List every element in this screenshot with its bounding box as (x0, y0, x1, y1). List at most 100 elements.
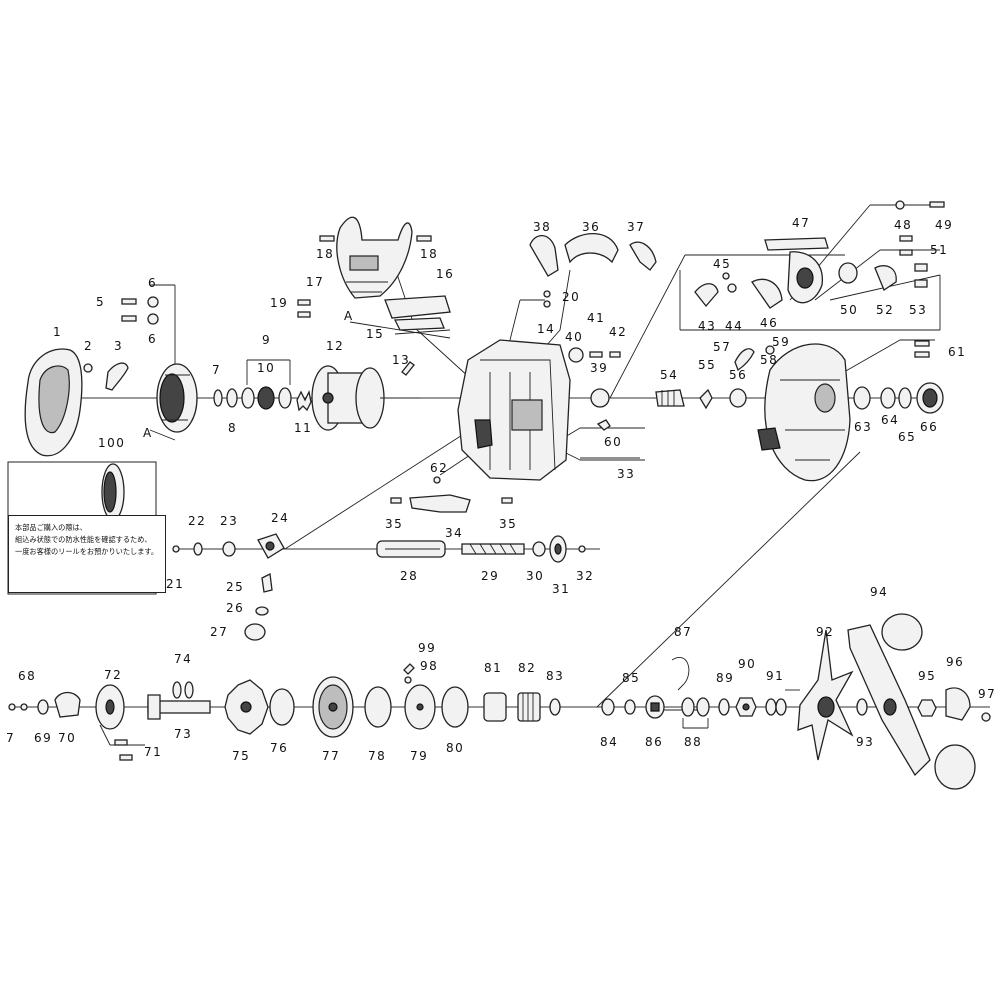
label-88: 88 (684, 735, 702, 749)
pinion-54 (655, 389, 685, 407)
label-45: 45 (713, 257, 731, 271)
label-64: 64 (881, 413, 899, 427)
label-29: 29 (481, 569, 499, 583)
nut-90 (735, 697, 757, 717)
label-20: 20 (562, 290, 580, 304)
washer-76 (269, 688, 295, 726)
handle-94 (847, 613, 976, 790)
sleeve-81 (483, 692, 507, 722)
label-85: 85 (622, 671, 640, 685)
screw-2 (83, 363, 93, 373)
label-79: 79 (410, 749, 428, 763)
gear-31 (549, 535, 567, 563)
cap-66 (916, 382, 944, 414)
bush-40 (568, 347, 584, 363)
bearing-23 (222, 541, 236, 557)
cast-control-47 (764, 237, 829, 304)
label-74: 74 (174, 652, 192, 666)
ring-68 (20, 703, 28, 711)
shaft-73 (147, 694, 211, 720)
pipe-28 (376, 540, 446, 558)
label-23: 23 (220, 514, 238, 528)
label-15: 15 (366, 327, 384, 341)
notice-line-2: 組込み状態での防水性能を確認するため、 (15, 535, 152, 544)
label-6a: 6 (148, 276, 157, 290)
seal-100 (101, 463, 125, 521)
notice-line-1: 本部品ご購入の際は、 (15, 523, 87, 532)
label-16: 16 (436, 267, 454, 281)
label-94: 94 (870, 585, 888, 599)
label-25: 25 (226, 580, 244, 594)
screws-71 (114, 739, 133, 761)
label-91: 91 (766, 669, 784, 683)
drag-79 (404, 684, 436, 730)
pin-45 (722, 272, 730, 280)
label-46: 46 (760, 316, 778, 330)
label-98: 98 (420, 659, 438, 673)
label-7a: 7 (212, 363, 221, 377)
brake-housing (156, 363, 198, 433)
frame-14 (457, 339, 571, 481)
label-71: 71 (144, 745, 162, 759)
washers-88 (681, 697, 710, 717)
part-46 (751, 278, 783, 309)
label-66: 66 (920, 420, 938, 434)
label-59: 59 (772, 335, 790, 349)
label-80: 80 (446, 741, 464, 755)
label-62: 62 (430, 461, 448, 475)
washers-91 (765, 698, 787, 716)
pin-42 (609, 351, 621, 358)
waterproof-notice: 本部品ご購入の際は、 組込み状態での防水性能を確認するため、 一度お客様のリール… (8, 515, 166, 593)
label-52: 52 (876, 303, 894, 317)
label-1: 1 (53, 325, 62, 339)
washer-48 (895, 200, 905, 210)
main-gear-77 (312, 676, 354, 738)
label-40: 40 (565, 330, 583, 344)
clip-11 (296, 390, 312, 412)
label-28: 28 (400, 569, 418, 583)
label-77: 77 (322, 749, 340, 763)
label-A1: A (143, 426, 153, 440)
label-36: 36 (582, 220, 600, 234)
washer-26 (255, 606, 269, 616)
clip-32 (578, 545, 586, 553)
washer-63 (853, 386, 871, 410)
label-31: 31 (552, 582, 570, 596)
label-63: 63 (854, 420, 872, 434)
washer-89 (718, 698, 730, 716)
rings-74 (172, 681, 194, 699)
ring-83 (549, 698, 561, 716)
label-34: 34 (445, 526, 463, 540)
washer-93 (856, 698, 868, 716)
label-92: 92 (816, 625, 834, 639)
label-43: 43 (698, 319, 716, 333)
label-76: 76 (270, 741, 288, 755)
label-99: 99 (418, 641, 436, 655)
screws-19 (297, 299, 311, 318)
plate-70 (54, 691, 81, 718)
label-97: 97 (978, 687, 996, 701)
label-18b: 18 (420, 247, 438, 261)
label-58: 58 (760, 353, 778, 367)
bearing-39 (590, 388, 610, 408)
washer-65 (898, 387, 912, 409)
bearing-82 (517, 692, 541, 722)
spring-86 (645, 695, 665, 719)
label-10: 10 (257, 361, 275, 375)
label-35a: 35 (385, 517, 403, 531)
screw-60 (596, 419, 611, 431)
label-57: 57 (713, 340, 731, 354)
clip-55 (699, 388, 713, 410)
label-60: 60 (604, 435, 622, 449)
pin-13 (401, 361, 415, 376)
part-43 (694, 283, 719, 308)
label-22: 22 (188, 514, 206, 528)
label-54: 54 (660, 368, 678, 382)
label-7b: 7 (6, 731, 15, 745)
clip-3 (105, 362, 129, 391)
label-24: 24 (271, 511, 289, 525)
screw-62 (433, 476, 441, 484)
clip-21 (172, 545, 180, 553)
screw-18b (416, 235, 432, 242)
